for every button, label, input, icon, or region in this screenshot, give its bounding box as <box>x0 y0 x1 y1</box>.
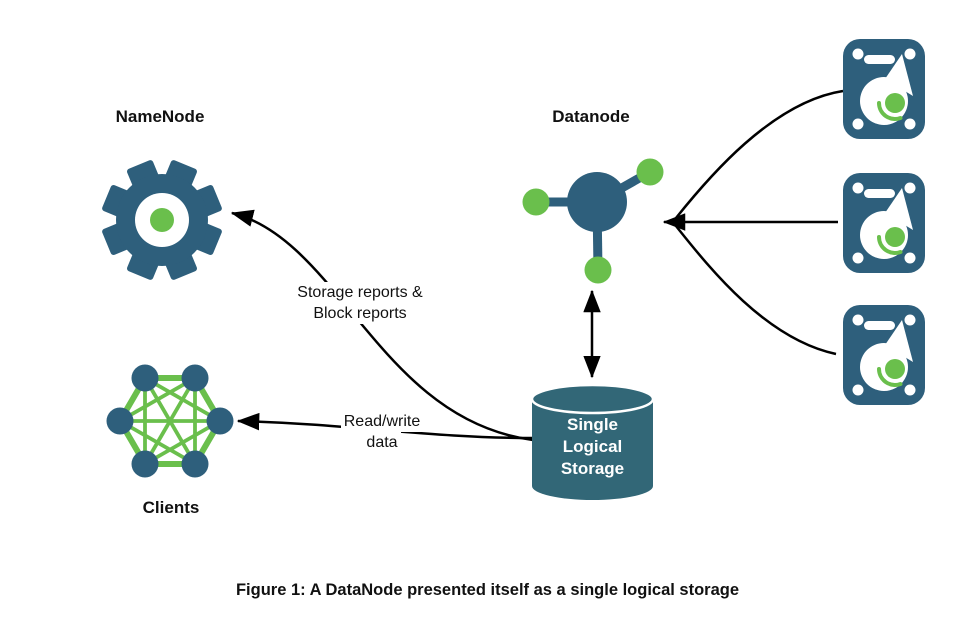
storage-reports-label: Storage reports & Block reports <box>280 282 440 324</box>
hard-drive-icon <box>841 37 927 141</box>
datanode-label: Datanode <box>552 107 630 126</box>
label-line: Storage reports & <box>294 282 426 303</box>
label-line: data <box>363 432 401 453</box>
hard-drive-icon <box>841 171 927 275</box>
read-write-label: Read/write data <box>332 411 432 453</box>
gear-icon <box>102 160 222 280</box>
label-line: Logical <box>562 437 623 456</box>
storage-cylinder-label: Single Logical Storage <box>532 414 653 480</box>
hard-drive-icon <box>841 303 927 407</box>
disk1-line <box>675 89 844 219</box>
disks-to-datanode-arrow <box>662 89 844 356</box>
network-hub-icon <box>522 158 664 284</box>
clients-label: Clients <box>142 498 200 517</box>
mesh-network-icon <box>106 364 234 478</box>
label-line: Read/write <box>340 411 424 432</box>
disk3-line <box>675 225 837 356</box>
figure-caption: Figure 1: A DataNode presented itself as… <box>235 581 740 599</box>
storage-to-namenode-arrow <box>230 209 534 442</box>
label-line: Storage <box>560 459 625 478</box>
label-line: Single <box>566 415 618 434</box>
label-line: Block reports <box>310 303 410 324</box>
namenode-label: NameNode <box>115 107 205 126</box>
database-cylinder-icon <box>530 383 655 500</box>
